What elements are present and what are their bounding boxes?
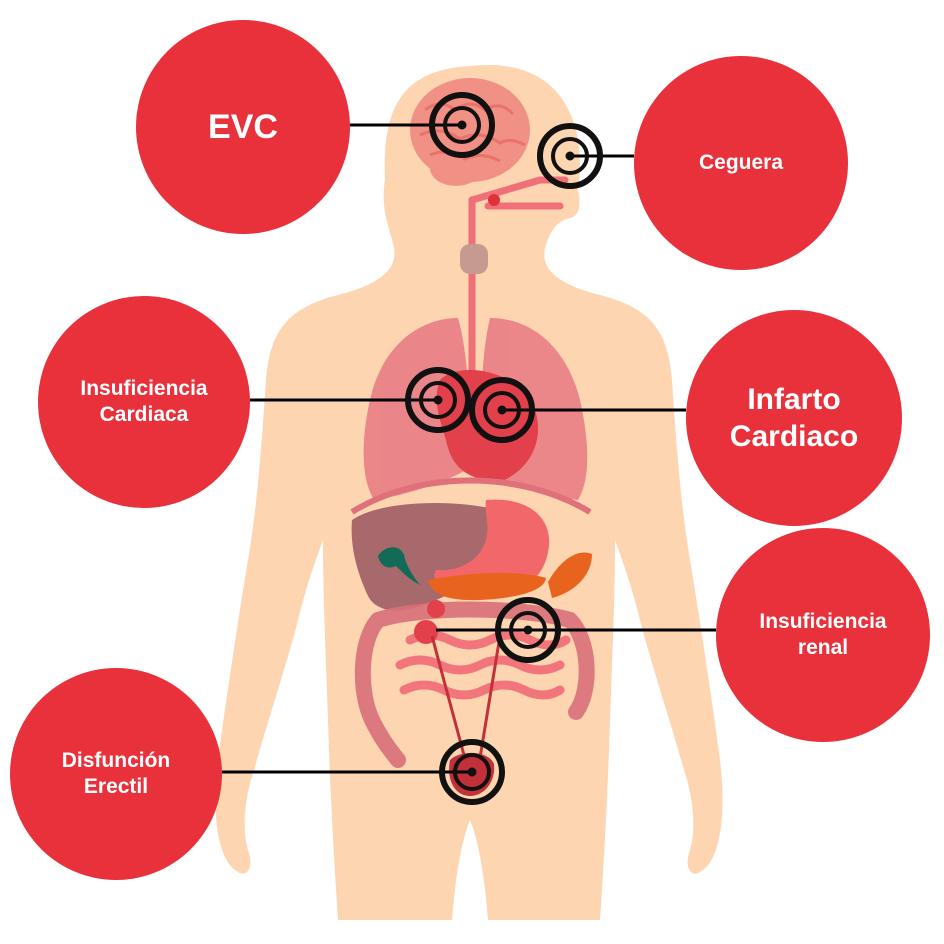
- target-insuficiencia-renal: [495, 597, 561, 663]
- label-ceguera: Ceguera: [698, 150, 784, 174]
- target-disfuncion: [439, 739, 505, 805]
- intestines: [354, 601, 595, 768]
- optic-node: [488, 194, 500, 206]
- target-insuficiencia-cardiaca: [405, 367, 471, 433]
- spleen: [548, 552, 592, 598]
- bubble-insuficiencia-cardiaca: Insuficiencia Cardiaca: [38, 296, 250, 508]
- target-rings: [405, 92, 603, 805]
- kidney: [427, 600, 445, 618]
- label-evc: EVC: [208, 107, 278, 146]
- bubble-ceguera: Ceguera: [634, 56, 848, 270]
- body-silhouette: [215, 64, 723, 920]
- pancreas: [428, 572, 546, 601]
- small-intestine: [395, 630, 571, 700]
- gallbladder: [378, 547, 420, 585]
- label-insuficiencia-cardiaca: Insuficiencia Cardiaca: [80, 376, 208, 426]
- liver: [351, 502, 505, 611]
- label-insuficiencia-renal: Insuficiencia renal: [759, 609, 887, 659]
- thyroid: [460, 244, 488, 274]
- target-ceguera: [537, 123, 603, 189]
- stomach: [434, 499, 550, 597]
- label-infarto-cardiaco: Infarto Cardiaco: [729, 382, 859, 454]
- bubble-infarto-cardiaco: Infarto Cardiaco: [686, 310, 902, 526]
- bubble-insuficiencia-renal: Insuficiencia renal: [716, 528, 930, 742]
- label-disfuncion-erectil: Disfunción Erectil: [61, 748, 171, 798]
- diaphragm: [350, 477, 592, 515]
- target-evc: [429, 92, 495, 158]
- bubble-evc: EVC: [136, 20, 350, 234]
- bubble-disfuncion-erectil: Disfunción Erectil: [10, 668, 222, 880]
- urinary-tract: [430, 635, 502, 771]
- target-infarto: [469, 377, 535, 443]
